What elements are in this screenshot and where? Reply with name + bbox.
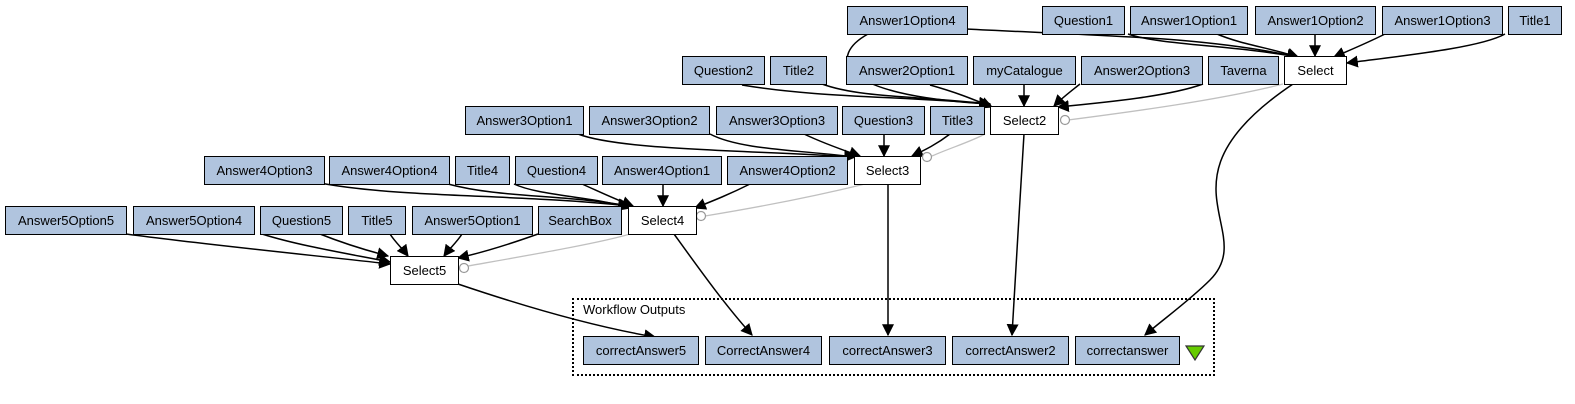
- edge: [457, 283, 657, 342]
- output-port-correctanswer3[interactable]: correctAnswer3: [829, 336, 946, 365]
- edge: [1216, 33, 1300, 60]
- input-port-answer4option1[interactable]: Answer4Option1: [602, 156, 722, 185]
- edge: [1056, 83, 1204, 112]
- control-edge: [704, 183, 866, 217]
- input-port-question5[interactable]: Question5: [260, 206, 343, 235]
- input-port-title5[interactable]: Title5: [348, 206, 406, 235]
- edge: [443, 233, 463, 257]
- input-port-question2[interactable]: Question2: [682, 56, 765, 85]
- input-port-question1[interactable]: Question1: [1042, 6, 1125, 35]
- output-port-correctanswer4[interactable]: CorrectAnswer4: [705, 336, 822, 365]
- output-port-correctanswer5[interactable]: correctAnswer5: [583, 336, 699, 365]
- input-port-answer4option4[interactable]: Answer4Option4: [329, 156, 450, 185]
- control-endpoint: [1059, 114, 1071, 126]
- processor-select[interactable]: Select: [1284, 56, 1347, 85]
- edge: [803, 133, 862, 159]
- input-port-searchbox[interactable]: SearchBox: [538, 206, 622, 235]
- input-port-answer5option4[interactable]: Answer5Option4: [133, 206, 255, 235]
- edge: [577, 133, 857, 163]
- input-port-answer1option2[interactable]: Answer1Option2: [1255, 6, 1376, 35]
- edge: [910, 133, 951, 157]
- processor-select2[interactable]: Select2: [990, 106, 1059, 135]
- input-port-answer2option1[interactable]: Answer2Option1: [846, 56, 968, 85]
- input-port-question3[interactable]: Question3: [842, 106, 925, 135]
- input-port-answer4option2[interactable]: Answer4Option2: [727, 156, 848, 185]
- input-port-answer4option3[interactable]: Answer4Option3: [204, 156, 325, 185]
- edge: [709, 133, 857, 162]
- input-port-answer2option3[interactable]: Answer2Option3: [1081, 56, 1203, 85]
- edge: [125, 233, 392, 269]
- input-port-answer1option4[interactable]: Answer1Option4: [847, 6, 968, 35]
- edge: [1053, 83, 1081, 107]
- processor-select3[interactable]: Select3: [854, 156, 921, 185]
- input-port-answer5option1[interactable]: Answer5Option1: [412, 206, 533, 235]
- input-port-answer1option3[interactable]: Answer1Option3: [1382, 6, 1503, 35]
- input-port-title1[interactable]: Title1: [1508, 6, 1562, 35]
- edge: [821, 83, 992, 109]
- control-endpoint: [458, 262, 470, 274]
- control-endpoint: [695, 210, 707, 222]
- input-port-title3[interactable]: Title3: [930, 106, 985, 135]
- workflow-outputs-triangle-icon: [1185, 345, 1205, 361]
- control-edge: [1067, 83, 1284, 121]
- input-port-question4[interactable]: Question4: [515, 156, 598, 185]
- edge: [456, 233, 539, 262]
- edge: [261, 233, 392, 266]
- edge: [1006, 133, 1025, 337]
- control-edge: [931, 133, 986, 157]
- processor-select4[interactable]: Select4: [628, 206, 697, 235]
- input-port-mycatalogue[interactable]: myCatalogue: [973, 56, 1076, 85]
- edge: [447, 183, 631, 211]
- input-port-title2[interactable]: Title2: [770, 56, 827, 85]
- input-port-answer1option1[interactable]: Answer1Option1: [1130, 6, 1248, 35]
- edge: [513, 183, 632, 211]
- edge: [1345, 33, 1506, 68]
- edge: [929, 84, 994, 109]
- edge: [1127, 33, 1300, 62]
- workflow-outputs-label: Workflow Outputs: [583, 302, 686, 317]
- edge: [693, 183, 751, 210]
- processor-select5[interactable]: Select5: [390, 256, 459, 285]
- edge: [673, 233, 753, 336]
- input-port-answer3option1[interactable]: Answer3Option1: [465, 106, 584, 135]
- output-port-correctanswer2[interactable]: correctAnswer2: [952, 336, 1069, 365]
- control-endpoint: [921, 151, 933, 163]
- edge: [319, 182, 631, 211]
- input-port-answer3option3[interactable]: Answer3Option3: [716, 106, 838, 135]
- workflow-outputs-box: [572, 298, 1215, 376]
- edge: [581, 183, 635, 208]
- edge: [1332, 33, 1386, 59]
- edge: [319, 233, 390, 260]
- output-port-correctanswer[interactable]: correctanswer: [1075, 336, 1180, 365]
- input-port-answer5option5[interactable]: Answer5Option5: [5, 206, 127, 235]
- edge: [389, 233, 409, 257]
- control-edge: [467, 233, 631, 267]
- edge: [1144, 83, 1294, 336]
- input-port-title4[interactable]: Title4: [455, 156, 510, 185]
- input-port-taverna[interactable]: Taverna: [1208, 56, 1279, 85]
- input-port-answer3option2[interactable]: Answer3Option2: [589, 106, 710, 135]
